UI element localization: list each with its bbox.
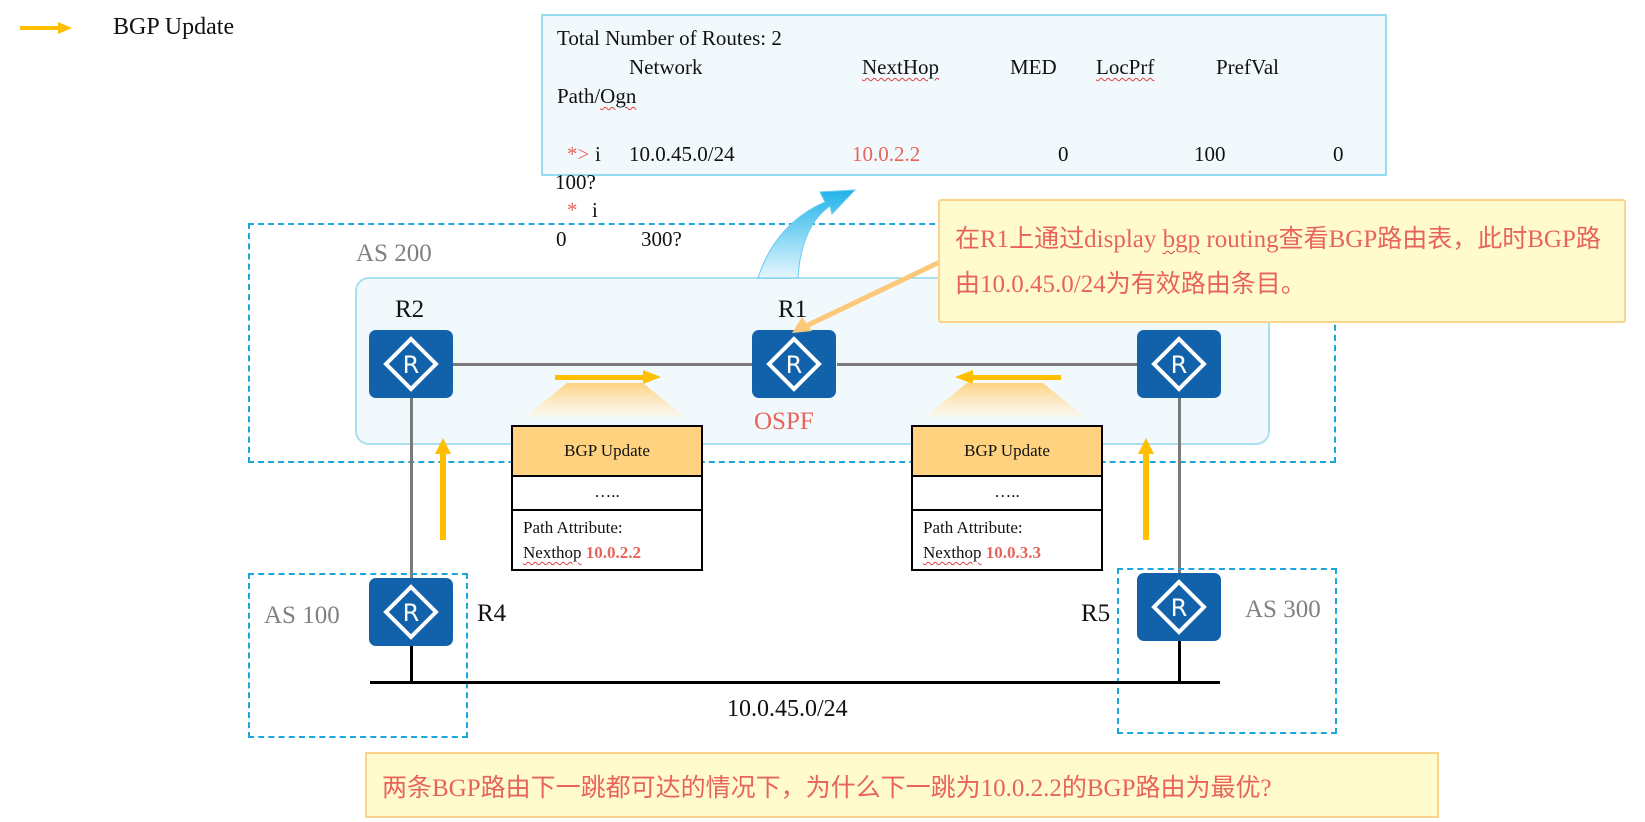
bgp-update-legend-arrow-icon <box>20 22 72 34</box>
route1-nexthop: 10.0.2.2 <box>852 142 921 166</box>
callout-text-part2: bgp <box>1162 226 1201 253</box>
route2-prefval: 0 <box>556 227 567 251</box>
router-r5[interactable]: R <box>1137 573 1221 641</box>
svg-text:R: R <box>1171 594 1188 622</box>
r4-label: R4 <box>477 600 507 627</box>
explanation-callout: 在R1上通过display bgp routing查看BGP路由表，此时BGP路… <box>938 199 1626 323</box>
router-r3[interactable]: R <box>1137 330 1221 398</box>
route2-type: i <box>592 198 598 222</box>
routing-table-title: Total Number of Routes: 2 <box>557 26 782 50</box>
path-attribute-label: Path Attribute: <box>923 518 1023 537</box>
callout-text-part1: 在R1上通过display <box>955 226 1163 253</box>
question-box: 两条BGP路由下一跳都可达的情况下，为什么下一跳为10.0.2.2的BGP路由为… <box>365 752 1439 818</box>
header-locprf: LocPrf <box>1096 55 1155 79</box>
router-icon: R <box>383 336 439 392</box>
route2-path-ogn: 300? <box>641 227 682 251</box>
as300-boundary <box>1117 568 1337 734</box>
header-nexthop: NextHop <box>862 55 939 79</box>
nexthop-label: Nexthop <box>523 543 582 562</box>
header-network: Network <box>629 55 703 79</box>
as300-label: AS 300 <box>1245 596 1321 623</box>
path-attribute-label: Path Attribute: <box>523 518 623 537</box>
svg-text:R: R <box>403 599 420 627</box>
router-icon: R <box>383 584 439 640</box>
r5-label: R5 <box>1081 600 1111 627</box>
link-r5-lan <box>1178 640 1181 682</box>
header-med: MED <box>1010 55 1057 79</box>
route2-status: * <box>567 198 578 222</box>
lan-segment <box>370 681 1220 684</box>
header-prefval: PrefVal <box>1216 55 1279 79</box>
link-r4-lan <box>410 644 413 682</box>
nexthop-label: Nexthop <box>923 543 982 562</box>
bgp-routing-table: Total Number of Routes: 2 Network NextHo… <box>541 14 1387 176</box>
as100-boundary <box>248 573 468 738</box>
update-glow <box>525 383 685 417</box>
as200-label: AS 200 <box>356 240 432 267</box>
update-arrow-up-icon <box>435 438 451 540</box>
link-r1-r3 <box>837 363 1137 366</box>
blue-curved-arrow-icon <box>757 189 857 279</box>
router-r1[interactable]: R <box>752 330 836 398</box>
route1-type: i <box>595 142 601 166</box>
header-path-ogn: Path/Ogn <box>557 84 637 108</box>
nexthop-value: 10.0.2.2 <box>585 543 642 562</box>
route1-network: 10.0.45.0/24 <box>629 142 735 166</box>
route1-locprf: 100 <box>1194 142 1226 166</box>
packet-ellipsis: ….. <box>913 477 1101 511</box>
r2-label: R2 <box>395 296 425 323</box>
callout-text-part3: routing查看BGP路由表，此时BGP路由10.0.45.0/24为有效路由… <box>955 226 1601 298</box>
update-arrow-right-icon <box>555 370 661 384</box>
svg-text:R: R <box>786 351 803 379</box>
callout-pointer-icon <box>792 258 944 333</box>
router-icon: R <box>1151 579 1207 635</box>
router-r2[interactable]: R <box>369 330 453 398</box>
packet-header: BGP Update <box>513 427 701 477</box>
route1-med: 0 <box>1058 142 1069 166</box>
link-r2-r1 <box>453 363 753 366</box>
route1-path-ogn: 100? <box>555 170 596 194</box>
link-r2-r4 <box>410 398 413 578</box>
subnet-label: 10.0.45.0/24 <box>727 696 848 722</box>
packet-body: Path Attribute: Nexthop 10.0.2.2 <box>513 511 701 569</box>
bgp-update-packet-1: BGP Update ….. Path Attribute: Nexthop 1… <box>511 425 703 571</box>
bgp-update-packet-2: BGP Update ….. Path Attribute: Nexthop 1… <box>911 425 1103 571</box>
route1-status: *> <box>567 142 590 166</box>
svg-text:R: R <box>403 351 420 379</box>
question-text: 两条BGP路由下一跳都可达的情况下，为什么下一跳为10.0.2.2的BGP路由为… <box>382 775 1272 802</box>
svg-text:R: R <box>1171 351 1188 379</box>
as100-label: AS 100 <box>264 602 340 629</box>
router-icon: R <box>1151 336 1207 392</box>
link-r3-r5 <box>1178 398 1181 574</box>
legend-label: BGP Update <box>113 14 235 40</box>
router-icon: R <box>766 336 822 392</box>
packet-ellipsis: ….. <box>513 477 701 511</box>
callout-text: 在R1上通过display bgp routing查看BGP路由表，此时BGP路… <box>955 217 1614 307</box>
route1-prefval: 0 <box>1333 142 1344 166</box>
nexthop-value: 10.0.3.3 <box>985 543 1042 562</box>
ospf-label: OSPF <box>754 408 814 435</box>
update-arrow-left-icon <box>955 370 1061 384</box>
packet-body: Path Attribute: Nexthop 10.0.3.3 <box>913 511 1101 569</box>
update-arrow-up-icon <box>1138 438 1154 540</box>
update-glow <box>925 383 1085 417</box>
packet-header: BGP Update <box>913 427 1101 477</box>
router-r4[interactable]: R <box>369 578 453 646</box>
